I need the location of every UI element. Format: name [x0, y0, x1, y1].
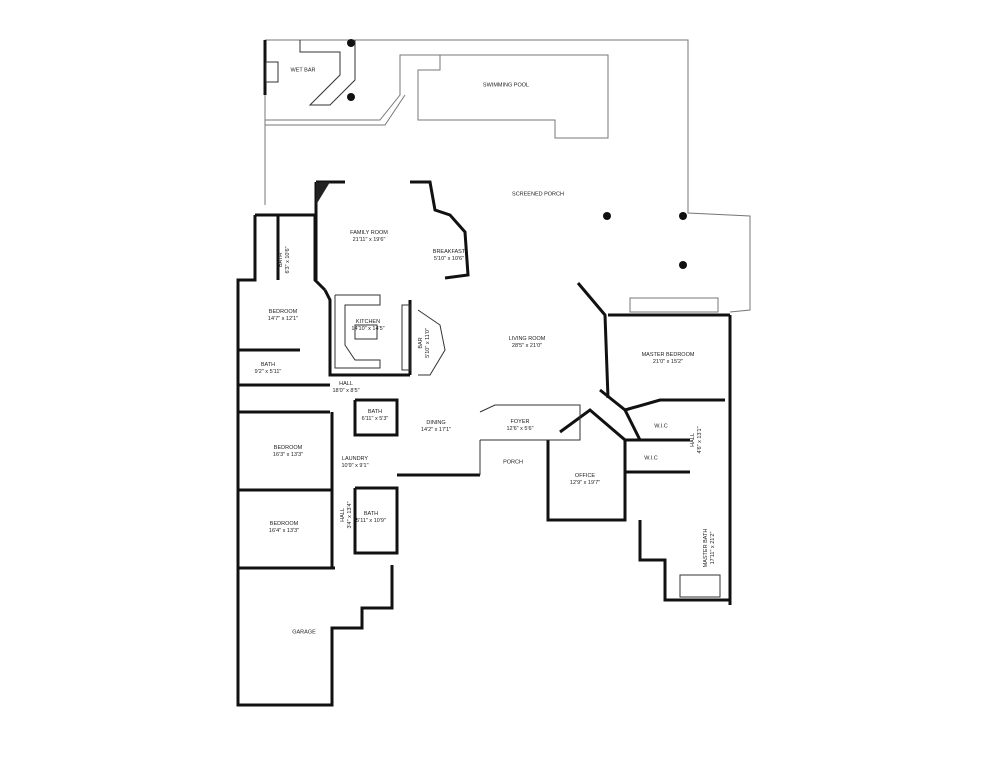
room-size: 14'7" x 12'1": [267, 316, 299, 322]
column-post: [679, 261, 687, 269]
room-name: BAR: [418, 337, 424, 349]
room-name: SWIMMING POOL: [482, 82, 530, 89]
room-size: 10'9" x 9'1": [341, 463, 369, 469]
bathtub: [679, 574, 721, 598]
room-name: HALL: [339, 381, 353, 387]
room-size: 3'4" x 13'4": [347, 501, 353, 529]
room-name: BEDROOM: [273, 445, 303, 451]
room-name: HALL: [340, 508, 346, 522]
room-name: DINING: [426, 420, 446, 426]
outdoor-outline: [264, 39, 751, 313]
room-name: BATH: [278, 252, 284, 268]
room-size: 28'5" x 21'0": [511, 343, 543, 349]
room-name: MASTER BEDROOM: [641, 352, 695, 358]
room-name: MASTER BATH: [703, 528, 709, 568]
room-name: LAUNDRY: [341, 456, 369, 462]
room-label-screened-porch: SCREENED PORCH: [512, 192, 564, 199]
room-label-garage: GARAGE: [292, 630, 316, 637]
room-name: PORCH: [503, 459, 523, 466]
room-size: 21'0" x 15'2": [652, 359, 684, 365]
room-size: 9'2" x 5'11": [254, 369, 282, 375]
column-post: [347, 93, 355, 101]
room-name: BATH: [367, 409, 383, 415]
room-size: 5'11" x 10'9": [356, 518, 386, 524]
room-name: FAMILY ROOM: [350, 230, 388, 236]
room-name: BATH: [363, 511, 379, 517]
room-size: 14'2" x 17'1": [420, 427, 452, 433]
room-name: LIVING ROOM: [508, 336, 546, 342]
room-size: 5'10" x 10'6": [433, 256, 465, 262]
room-name: W.I.C: [654, 423, 668, 430]
wet-bar-structure: [263, 40, 356, 106]
room-size: 12'6" x 5'6": [506, 426, 534, 432]
room-name: BEDROOM: [268, 309, 298, 315]
room-name: GARAGE: [292, 629, 316, 636]
fireplace: [316, 182, 330, 205]
column-post: [603, 212, 611, 220]
room-name: FOYER: [510, 419, 530, 425]
room-label-swimming-pool: SWIMMING POOL: [483, 83, 529, 90]
room-label-wic-1: W.I.C: [654, 424, 667, 431]
kitchen-island: [354, 324, 378, 340]
room-size: 12'9" x 19'7": [569, 480, 601, 486]
room-size: 16'3" x 13'3": [272, 452, 304, 458]
kitchen-fixtures: [316, 182, 446, 376]
room-size: 6'3" x 10'6": [285, 246, 291, 274]
room-label-porch: PORCH: [503, 460, 523, 467]
room-name: SCREENED PORCH: [512, 191, 564, 198]
room-size: 4'6" x 13'1": [697, 426, 703, 454]
room-name: HALL: [690, 433, 696, 447]
room-name: OFFICE: [574, 473, 596, 479]
room-size: 17'11" x 21'2": [710, 531, 716, 565]
column-post: [347, 39, 355, 47]
column-post: [679, 212, 687, 220]
room-size: 18'0" x 8'5": [332, 388, 360, 394]
master-bedroom-bay: [629, 297, 719, 313]
room-size: 21'11" x 19'6": [352, 237, 386, 243]
walls: [236, 180, 732, 707]
room-size: 5'10" x 11'0": [425, 328, 431, 358]
room-name: BATH: [260, 362, 276, 368]
room-name: BEDROOM: [269, 521, 299, 527]
room-name: WET BAR: [290, 67, 316, 74]
pool-outline: [265, 54, 609, 139]
room-name: W.I.C: [644, 455, 658, 462]
room-label-wic-2: W.I.C: [644, 456, 657, 463]
room-size: 16'4" x 13'3": [268, 528, 300, 534]
room-label-wet-bar: WET BAR: [291, 68, 316, 75]
room-size: 6'11" x 5'3": [361, 416, 389, 422]
room-name: BREAKFAST: [432, 249, 466, 255]
room-size: 14'10" x 14'5": [351, 326, 385, 332]
room-name: KITCHEN: [355, 319, 381, 325]
